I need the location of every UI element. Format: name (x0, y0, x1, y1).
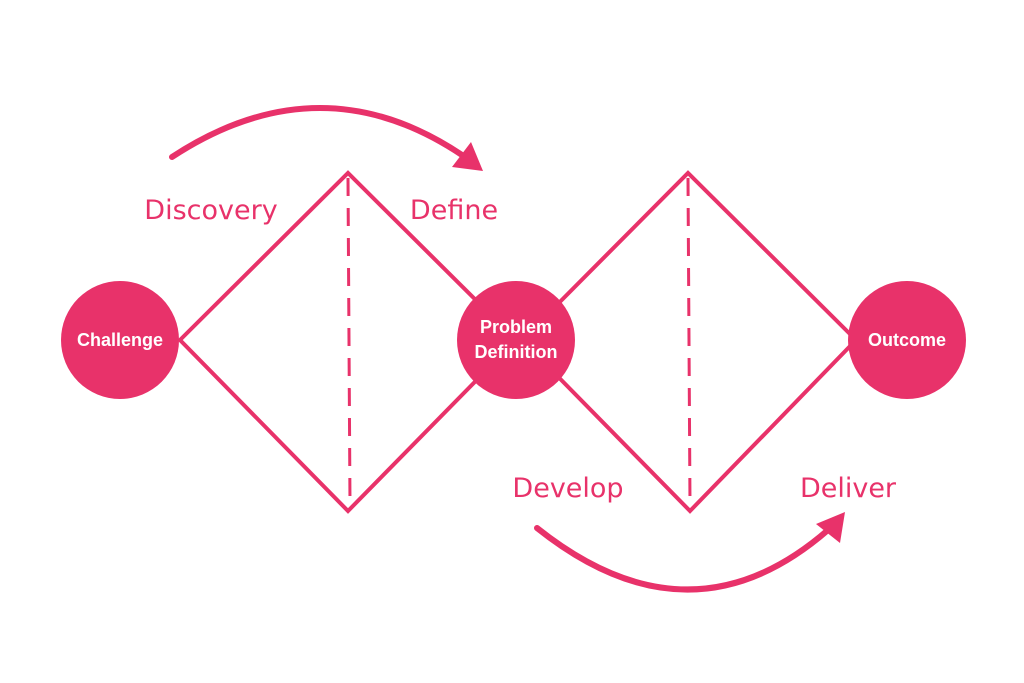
bottom-arrow-arc (534, 525, 831, 593)
problem-definition-label-line2: Definition (475, 342, 558, 362)
phase-label-discovery: Discovery (144, 195, 277, 226)
challenge-node: Challenge (61, 281, 179, 399)
phase-label-develop: Develop (512, 473, 623, 504)
outcome-circle (848, 281, 966, 399)
problem-definition-circle (457, 281, 575, 399)
outcome-node: Outcome (848, 281, 966, 399)
outcome-label: Outcome (868, 330, 946, 350)
bottom-arrow (534, 512, 845, 593)
second-diamond-divider (686, 177, 692, 506)
problem-definition-node: Problem Definition (457, 281, 575, 399)
phase-label-deliver: Deliver (800, 473, 897, 504)
challenge-label: Challenge (77, 330, 163, 350)
top-arrow-arc (169, 105, 465, 160)
top-arrow (169, 105, 483, 171)
phase-label-define: Define (410, 195, 498, 226)
bottom-arrow-head (816, 512, 845, 543)
first-diamond-divider (346, 177, 352, 506)
problem-definition-label-line1: Problem (480, 317, 552, 337)
challenge-circle (61, 281, 179, 399)
top-arrow-head (452, 142, 483, 171)
